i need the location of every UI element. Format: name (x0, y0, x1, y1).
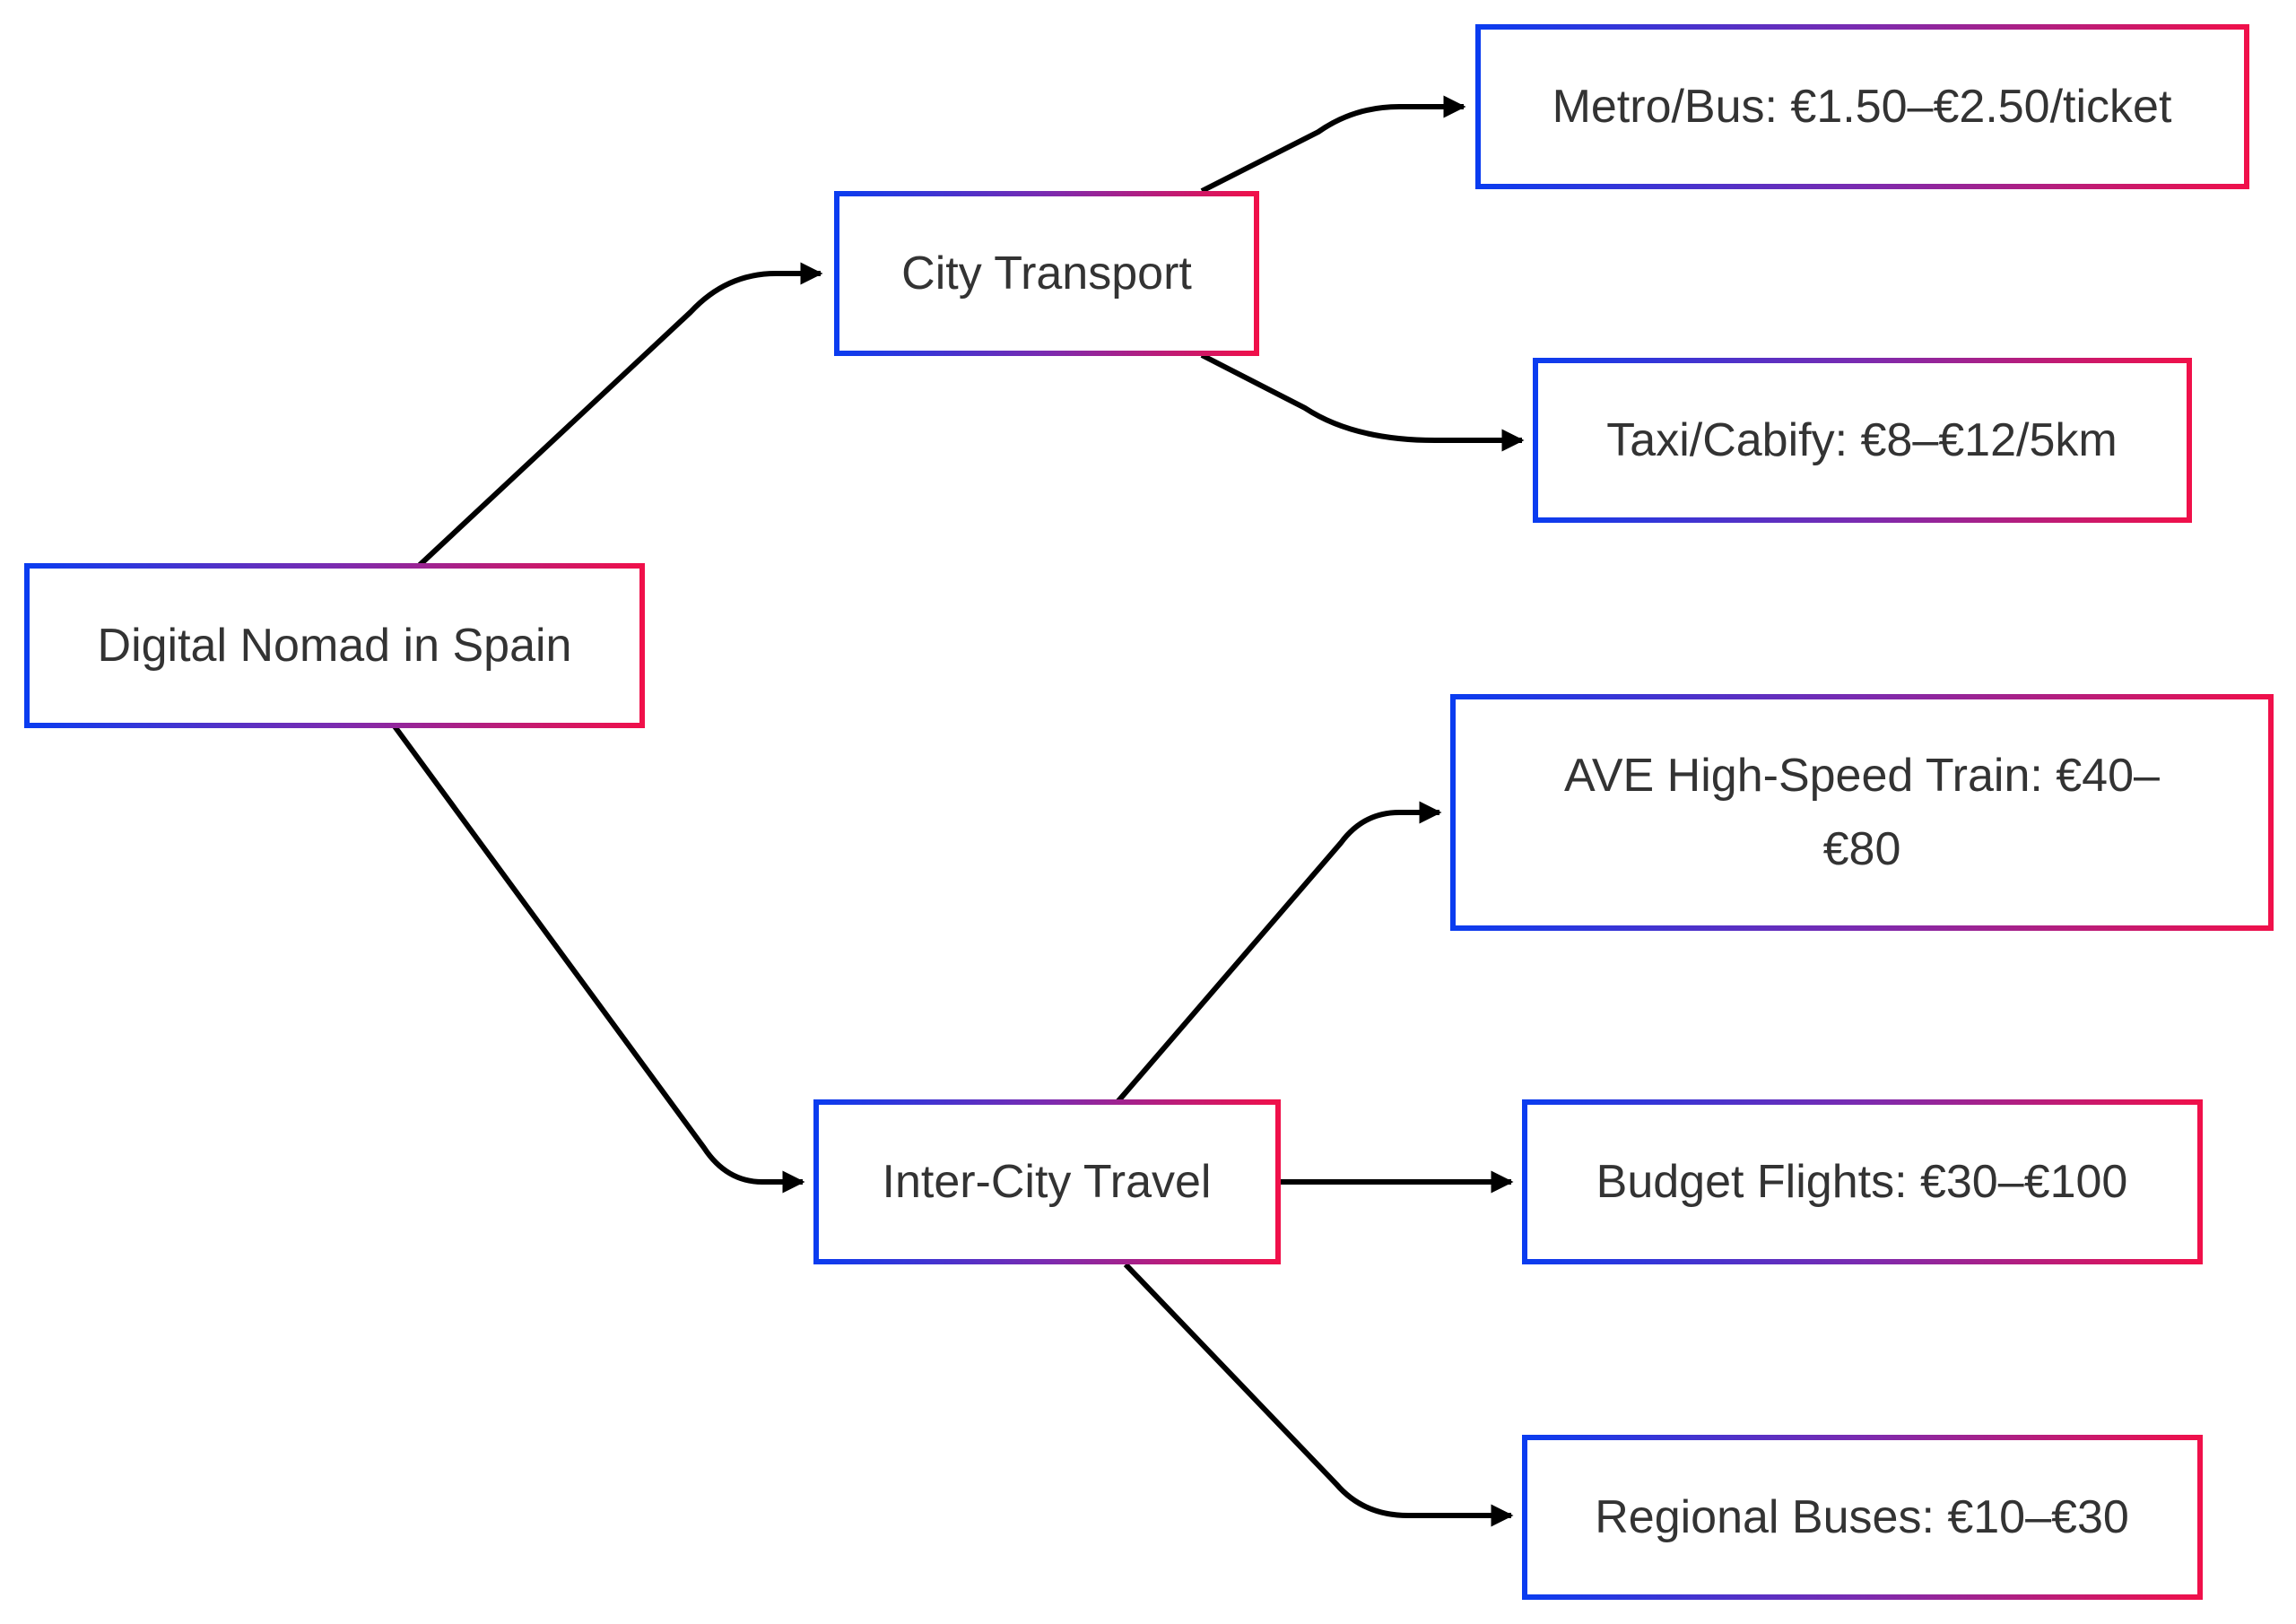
edge-root-to-city-transport (417, 262, 823, 568)
edge-root-to-inter-city-travel (392, 725, 805, 1194)
node-label-regional-buses: Regional Buses: €10–€30 (1595, 1491, 2129, 1543)
node-city-transport: City Transport (834, 191, 1259, 356)
edge-city-to-taxi-cabify (1200, 352, 1525, 452)
node-label-taxi-cabify: Taxi/Cabify: €8–€12/5km (1606, 414, 2117, 466)
edges (392, 95, 1525, 1527)
node-inter-city-travel: Inter-City Travel (813, 1099, 1281, 1264)
node-label-budget-flights: Budget Flights: €30–€100 (1596, 1156, 2128, 1208)
node-label-ave-line-1: AVE High-Speed Train: €40– (1564, 750, 2160, 802)
node-taxi-cabify: Taxi/Cabify: €8–€12/5km (1533, 358, 2192, 523)
edge-inter-city-to-regional-buses (1123, 1262, 1514, 1527)
node-budget-flights: Budget Flights: €30–€100 (1522, 1099, 2203, 1264)
edge-inter-city-to-ave-train (1114, 801, 1442, 1105)
edge-city-to-metro-bus (1200, 95, 1466, 194)
node-label-inter-city-travel: Inter-City Travel (883, 1156, 1212, 1208)
node-label-digital-nomad: Digital Nomad in Spain (98, 620, 572, 672)
node-digital-nomad-in-spain: Digital Nomad in Spain (24, 563, 645, 728)
node-metro-bus: Metro/Bus: €1.50–€2.50/ticket (1475, 24, 2249, 189)
node-ave-high-speed-train: AVE High-Speed Train: €40– €80 (1450, 694, 2274, 931)
node-label-city-transport: City Transport (901, 248, 1192, 300)
node-regional-buses: Regional Buses: €10–€30 (1522, 1435, 2203, 1600)
node-label-ave-line-2: €80 (1823, 823, 1901, 875)
node-label-metro-bus: Metro/Bus: €1.50–€2.50/ticket (1552, 81, 2172, 133)
